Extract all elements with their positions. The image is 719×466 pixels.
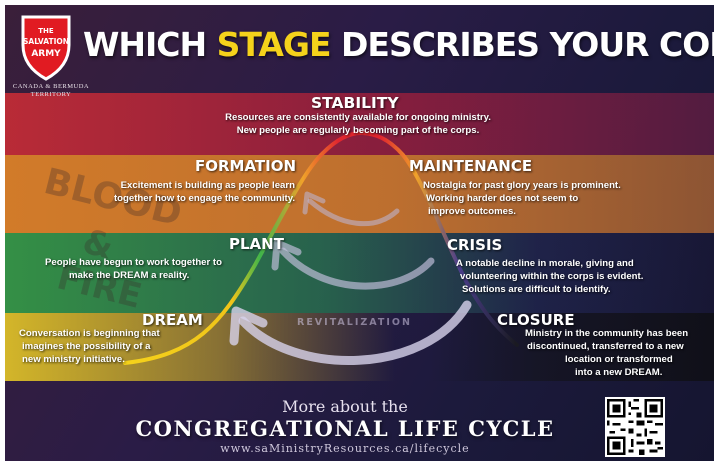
closure-line-2: discontinued, transferred to a new: [527, 341, 684, 352]
stage-title-closure: CLOSURE: [497, 311, 575, 329]
closure-band: [5, 313, 714, 381]
page-title: WHICH STAGE DESCRIBES YOUR CORPS?: [83, 25, 714, 64]
stage-desc-plant: People have begun to work together to ma…: [45, 256, 277, 282]
title-part-1: WHICH: [83, 25, 217, 64]
footer-headline: CONGREGATIONAL LIFE CYCLE: [135, 416, 555, 441]
qr-code-icon[interactable]: [605, 397, 665, 457]
crisis-line-3: Solutions are difficult to identify.: [462, 284, 611, 295]
stability-line-2: New people are regularly becoming part o…: [236, 125, 480, 136]
footer-url-link[interactable]: www.saMinistryResources.ca/lifecycle: [220, 442, 470, 455]
stability-line-1: Resources are consistently available for…: [225, 112, 491, 123]
revitalization-arrow-1-head: [302, 191, 326, 215]
logo-text-salvation: SALVATION: [23, 37, 69, 46]
closure-line-3: location or transformed: [565, 354, 673, 365]
formation-line-1: Excitement is building as people learn: [120, 180, 295, 191]
formation-line-2: together how to engage the community.: [113, 193, 295, 204]
stage-title-formation: FORMATION: [195, 157, 297, 175]
maintenance-line-1: Nostalgia for past glory years is promin…: [423, 180, 621, 191]
territory-line-2: TERRITORY: [30, 91, 72, 98]
life-cycle-curve: [123, 130, 519, 365]
stability-band: [5, 93, 714, 155]
life-cycle-diagram: BLOOD & FIRE: [40, 130, 519, 365]
revitalization-arrow-2: [279, 247, 435, 290]
stage-desc-dream: Conversation is beginning that imagines …: [19, 327, 199, 366]
stage-title-maintenance: MAINTENANCE: [409, 157, 533, 175]
stage-title-stability: STABILITY: [311, 94, 399, 112]
territory-line-1: CANADA & BERMUDA: [12, 83, 90, 90]
stage-desc-maintenance: Nostalgia for past glory years is promin…: [423, 179, 673, 218]
plant-line-2: make the DREAM a reality.: [69, 270, 190, 281]
stage-desc-closure: Ministry in the community has been disco…: [525, 327, 705, 379]
logo-text-the: THE: [38, 27, 54, 35]
dream-line-2: imagines the possibility of a: [22, 341, 151, 352]
footer-more-about: More about the: [282, 397, 408, 416]
revitalization-arrow-3: [238, 300, 472, 365]
plant-line-1: People have begun to work together to: [45, 257, 222, 268]
stage-title-plant: PLANT: [229, 235, 284, 253]
closure-line-1: Ministry in the community has been: [525, 328, 689, 339]
salvation-army-shield-icon: THE SALVATION ARMY: [21, 15, 71, 81]
revitalization-label: REVITALIZATION: [297, 317, 412, 328]
revitalization-arrow-1: [307, 198, 400, 227]
crisis-line-2: volunteering within the corps is evident…: [460, 271, 644, 282]
dream-line-1: Conversation is beginning that: [19, 328, 160, 339]
formation-band: [5, 155, 714, 233]
title-highlight: STAGE: [216, 25, 332, 64]
stage-title-dream: DREAM: [142, 311, 203, 329]
revitalization-arrows: [229, 191, 472, 365]
stage-title-crisis: CRISIS: [447, 236, 503, 254]
crisis-line-1: A notable decline in morale, giving and: [456, 258, 634, 269]
stage-desc-stability: Resources are consistently available for…: [203, 111, 513, 137]
title-part-2: DESCRIBES YOUR CORPS?: [341, 25, 714, 64]
closure-line-4: into a new DREAM.: [575, 367, 663, 378]
revitalization-arrow-3-head: [229, 306, 268, 346]
maintenance-line-3: improve outcomes.: [428, 206, 516, 217]
logo-text-army: ARMY: [31, 49, 61, 59]
dream-line-3: new ministry initiative.: [22, 354, 125, 365]
plant-band: [5, 233, 714, 313]
stage-desc-crisis: A notable decline in morale, giving and …: [456, 257, 696, 296]
revitalization-arrow-2-head: [271, 239, 302, 271]
maintenance-line-2: Working harder does not seem to: [426, 193, 579, 204]
poster: BLOOD & FIRE THE SALVATION ARMY CANADA &…: [5, 5, 714, 461]
stage-desc-formation: Excitement is building as people learn t…: [45, 179, 295, 205]
